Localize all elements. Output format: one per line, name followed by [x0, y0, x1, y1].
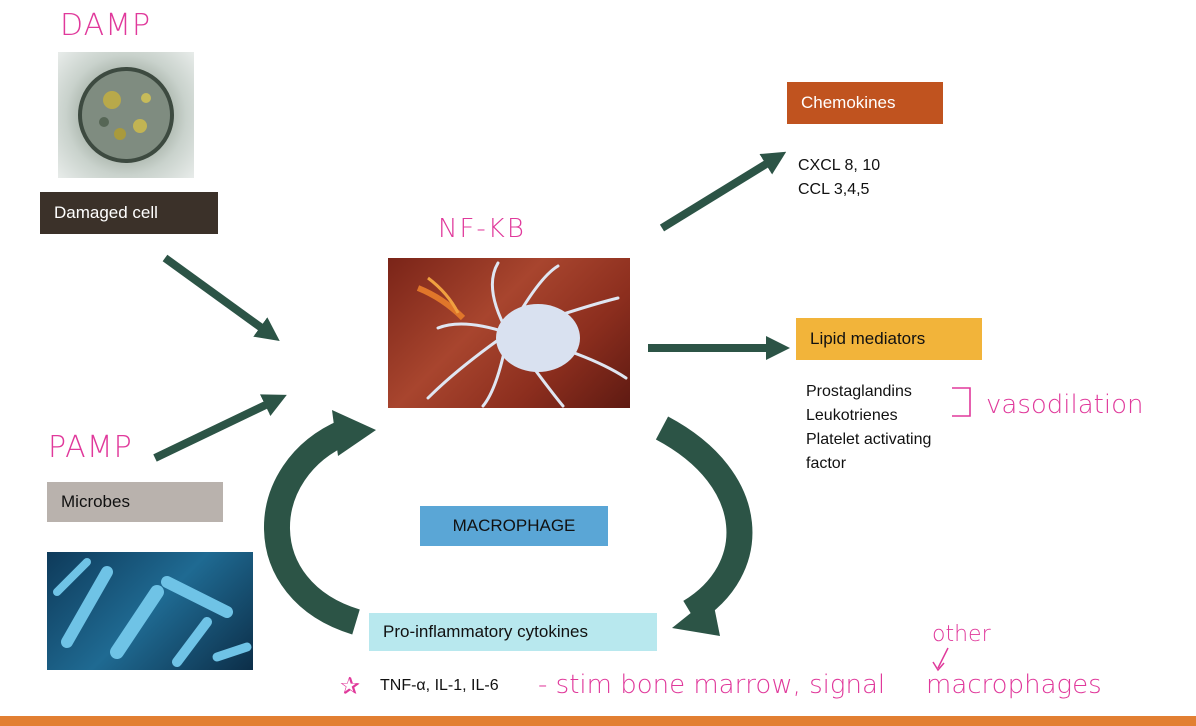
arrow-loop-left — [264, 420, 361, 635]
damaged-cell-text: Damaged cell — [54, 203, 158, 222]
chemokines-text: Chemokines — [801, 93, 896, 112]
damp-label: DAMP — [60, 8, 152, 43]
lipid-list: Prostaglandins Leukotrienes Platelet act… — [806, 380, 931, 476]
macrophages-note: macrophages — [926, 670, 1102, 700]
bottom-bar — [0, 716, 1196, 726]
chemokine-item: CCL 3,4,5 — [798, 181, 870, 198]
lipid-mediators-box: Lipid mediators — [796, 318, 982, 360]
arrow-loop-right-head — [672, 596, 720, 636]
cytokines-box: Pro-inflammatory cytokines — [369, 613, 657, 651]
macrophage-image — [388, 258, 630, 408]
chemokine-item: CXCL 8, 10 — [798, 157, 881, 174]
arrow-loop-right — [655, 416, 753, 624]
damaged-cell-image — [58, 52, 194, 178]
microbes-box: Microbes — [47, 482, 223, 522]
damaged-cell-box: Damaged cell — [40, 192, 218, 234]
nfkb-label: NF-KB — [438, 214, 526, 244]
arrow-to-chemokines — [659, 151, 787, 232]
chemokines-list: CXCL 8, 10 CCL 3,4,5 — [798, 154, 880, 202]
stim-note: - stim bone marrow, signal — [538, 670, 886, 700]
lipid-item: Prostaglandins — [806, 383, 912, 400]
other-pointer — [937, 647, 949, 669]
microbes-text: Microbes — [61, 492, 130, 511]
star-icon: ✰ — [340, 672, 361, 700]
lipid-item: factor — [806, 455, 847, 472]
other-label: other — [932, 622, 991, 647]
macrophage-text: MACROPHAGE — [452, 516, 576, 535]
pamp-label: PAMP — [48, 430, 133, 465]
arrow-loop-left-head — [332, 410, 376, 456]
microbes-image — [47, 552, 253, 670]
vasodilation-label: vasodilation — [986, 390, 1144, 420]
lipid-mediators-text: Lipid mediators — [810, 329, 926, 348]
cytokines-text: Pro-inflammatory cytokines — [383, 622, 589, 641]
arrow-damp-to-center — [162, 254, 280, 342]
lipid-item: Platelet activating — [806, 431, 932, 448]
vasodilation-bracket — [952, 387, 971, 417]
cytokines-list: TNF-α, IL-1, IL-6 — [380, 677, 499, 694]
macrophage-box: MACROPHAGE — [420, 506, 608, 546]
lipid-item: Leukotrienes — [806, 407, 898, 424]
arrow-pamp-to-center — [153, 394, 287, 462]
chemokines-box: Chemokines — [787, 82, 943, 124]
